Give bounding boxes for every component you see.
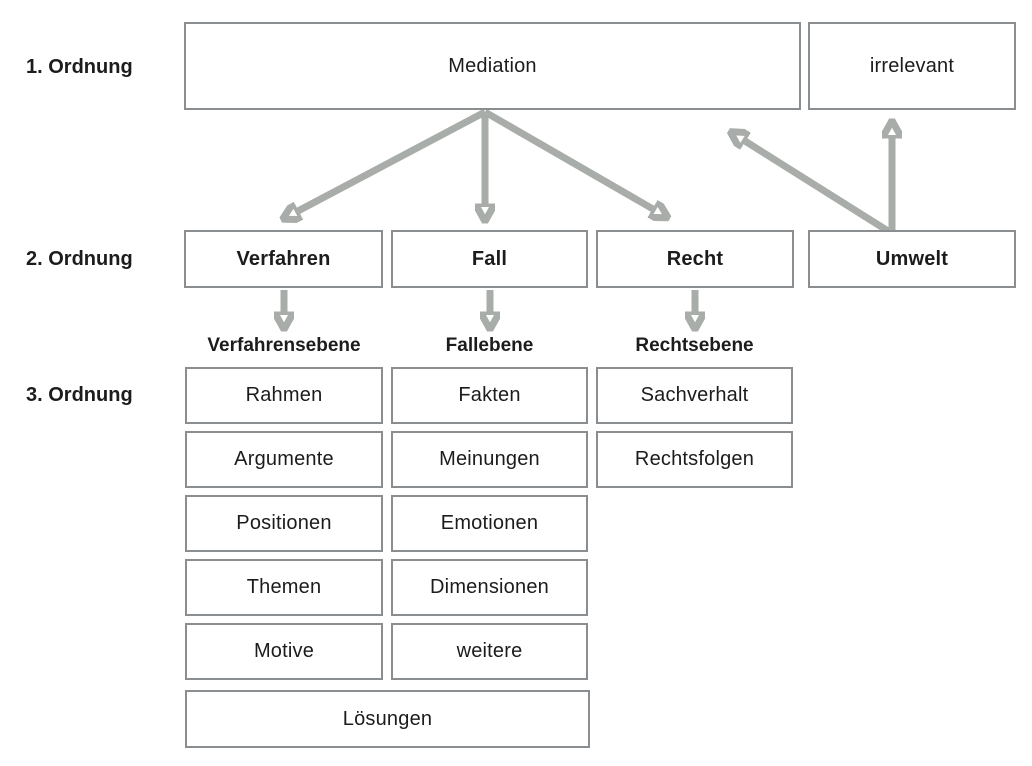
header-verfahrensebene: Verfahrensebene [207, 335, 361, 356]
box-positionen: Positionen [185, 495, 383, 552]
box-dimensionen: Dimensionen [391, 559, 588, 616]
box-motive: Motive [185, 623, 383, 680]
box-rahmen: Rahmen [185, 367, 383, 424]
arrow-mediation-to-recht [483, 108, 653, 209]
box-meinungen: Meinungen [391, 431, 588, 488]
box-verfahren: Verfahren [184, 230, 383, 288]
box-fall: Fall [391, 230, 588, 288]
box-mediation: Mediation [184, 22, 801, 110]
box-argumente: Argumente [185, 431, 383, 488]
box-emotionen: Emotionen [391, 495, 588, 552]
box-umwelt: Umwelt [808, 230, 1016, 288]
header-rechtsebene: Rechtsebene [635, 335, 754, 356]
box-irrelevant: irrelevant [808, 22, 1016, 110]
box-weitere: weitere [391, 623, 588, 680]
box-sachverhalt: Sachverhalt [596, 367, 793, 424]
order-label-1: 1. Ordnung [26, 56, 133, 78]
header-fallebene: Fallebene [445, 335, 534, 356]
box-recht: Recht [596, 230, 794, 288]
box-fakten: Fakten [391, 367, 588, 424]
arrow-mediation-to-verfahren [298, 108, 487, 211]
box-loesungen: Lösungen [185, 690, 590, 748]
order-label-2: 2. Ordnung [26, 248, 133, 270]
box-rechtsfolgen: Rechtsfolgen [596, 431, 793, 488]
order-label-3: 3. Ordnung [26, 384, 133, 406]
arrow-umwelt-to-mediation [745, 141, 890, 234]
box-themen: Themen [185, 559, 383, 616]
